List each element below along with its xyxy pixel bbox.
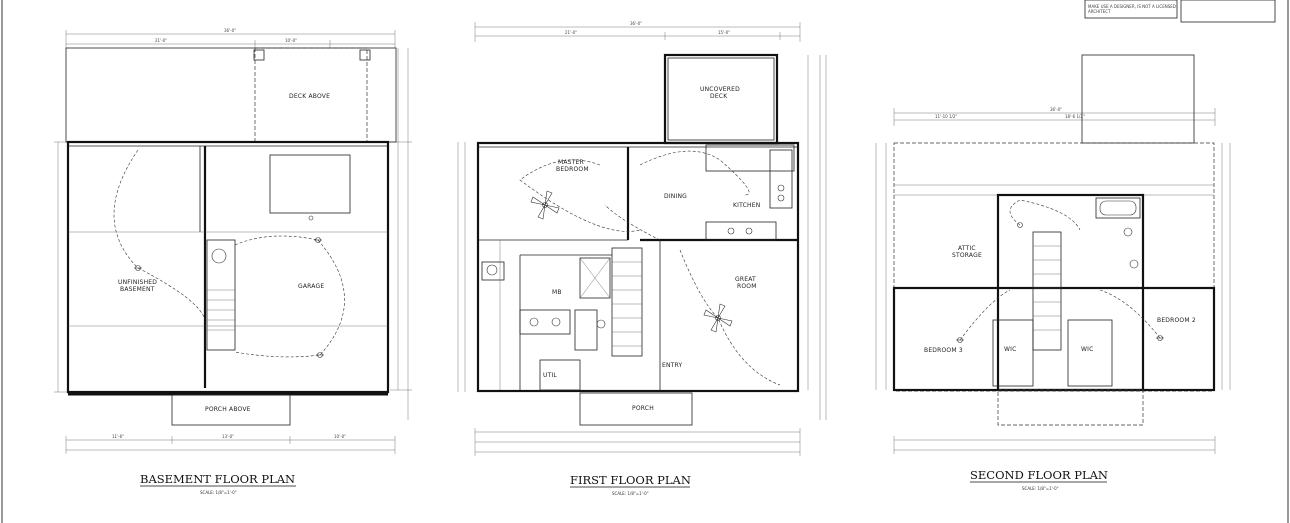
first-dining-label: DINING bbox=[664, 193, 687, 200]
basement-porch-label: PORCH ABOVE bbox=[205, 406, 251, 413]
first-mb-label: MB bbox=[552, 289, 562, 296]
second-wic-b-label: WIC bbox=[1081, 346, 1094, 353]
first-dim-left: 21'-0" bbox=[565, 30, 577, 35]
svg-text:10'-0": 10'-0" bbox=[285, 38, 297, 43]
title-block: MAKE USE A DESIGNER, IS NOT A LICENSED A… bbox=[1084, 0, 1276, 23]
first-master-label-1: MASTER bbox=[558, 159, 584, 166]
first-fan-master bbox=[530, 190, 560, 220]
first-outer-wall bbox=[476, 141, 800, 393]
basement-dim-right: 10'-0" bbox=[334, 434, 346, 439]
first-kitchen-label: KITCHEN bbox=[733, 202, 760, 209]
first-porch-label: PORCH bbox=[632, 405, 654, 412]
basement-unfinished-label-1: UNFINISHED bbox=[118, 279, 157, 286]
stamp-line-1: MAKE USE A DESIGNER, IS NOT A LICENSED bbox=[1088, 4, 1176, 9]
first-scale: SCALE: 1/8"=1'-0" bbox=[612, 491, 649, 496]
basement-outer-wall bbox=[66, 140, 390, 394]
first-floor-plan: 36'-0" 21'-0" 15'-0" UNCOVERED DECK bbox=[457, 21, 827, 496]
second-dim-right: 18'-6 1/2" bbox=[1065, 114, 1085, 119]
first-deck-label-2: DECK bbox=[710, 93, 728, 100]
svg-text:21'-0": 21'-0" bbox=[155, 38, 167, 43]
basement-title: BASEMENT FLOOR PLAN bbox=[140, 472, 295, 486]
second-title: SECOND FLOOR PLAN bbox=[970, 468, 1108, 482]
first-master-label-2: BEDROOM bbox=[556, 166, 589, 173]
second-attic-label-1: ATTIC bbox=[958, 245, 976, 252]
basement-garage-label: GARAGE bbox=[298, 283, 324, 290]
first-great-label-1: GREAT bbox=[735, 276, 756, 283]
second-stair bbox=[1032, 231, 1062, 351]
stamp-line-2: ARCHITECT bbox=[1088, 9, 1111, 14]
second-bed3-label: BEDROOM 3 bbox=[924, 347, 963, 354]
first-porch-outline bbox=[579, 392, 693, 426]
first-deck-label-1: UNCOVERED bbox=[700, 86, 740, 93]
second-bed2-label: BEDROOM 2 bbox=[1157, 317, 1196, 324]
basement-deck-outline bbox=[65, 47, 397, 143]
first-stair bbox=[611, 247, 643, 357]
second-attic-label-2: STORAGE bbox=[952, 252, 982, 259]
second-center-block bbox=[996, 193, 1145, 392]
basement-overall-dim: 36'-0" bbox=[224, 28, 236, 33]
second-wic-a-label: WIC bbox=[1004, 346, 1017, 353]
first-fan-great bbox=[703, 303, 733, 333]
basement-stair bbox=[206, 239, 236, 351]
first-title: FIRST FLOOR PLAN bbox=[570, 473, 691, 487]
basement-deck-label: DECK ABOVE bbox=[289, 93, 330, 100]
first-dim-right: 15'-0" bbox=[718, 30, 730, 35]
second-dim-left: 11'-10 1/2" bbox=[935, 114, 957, 119]
basement-scale: SCALE: 1/8"=1'-0" bbox=[200, 490, 237, 495]
basement-dim-mid: 13'-0" bbox=[222, 434, 234, 439]
first-great-label-2: ROOM bbox=[737, 283, 757, 290]
second-scale: SCALE: 1/8"=1'-0" bbox=[1022, 486, 1059, 491]
basement-porch-outline bbox=[171, 394, 291, 426]
first-overall-dim: 36'-0" bbox=[630, 21, 642, 26]
second-floor-plan: 36'-0" 11'-10 1/2" 18'-6 1/2" bbox=[875, 54, 1231, 491]
basement-dim-left: 11'-6" bbox=[112, 434, 124, 439]
basement-unfinished-label-2: BASEMENT bbox=[120, 286, 155, 293]
second-overall-dim: 36'-0" bbox=[1050, 107, 1062, 112]
first-util-label: UTIL bbox=[543, 372, 557, 379]
second-bedroom-band bbox=[892, 286, 1216, 392]
first-entry-label: ENTRY bbox=[662, 362, 683, 369]
basement-floor-plan: 36'-0" 21'-0" 10'-0" DECK ABOVE bbox=[54, 28, 412, 495]
